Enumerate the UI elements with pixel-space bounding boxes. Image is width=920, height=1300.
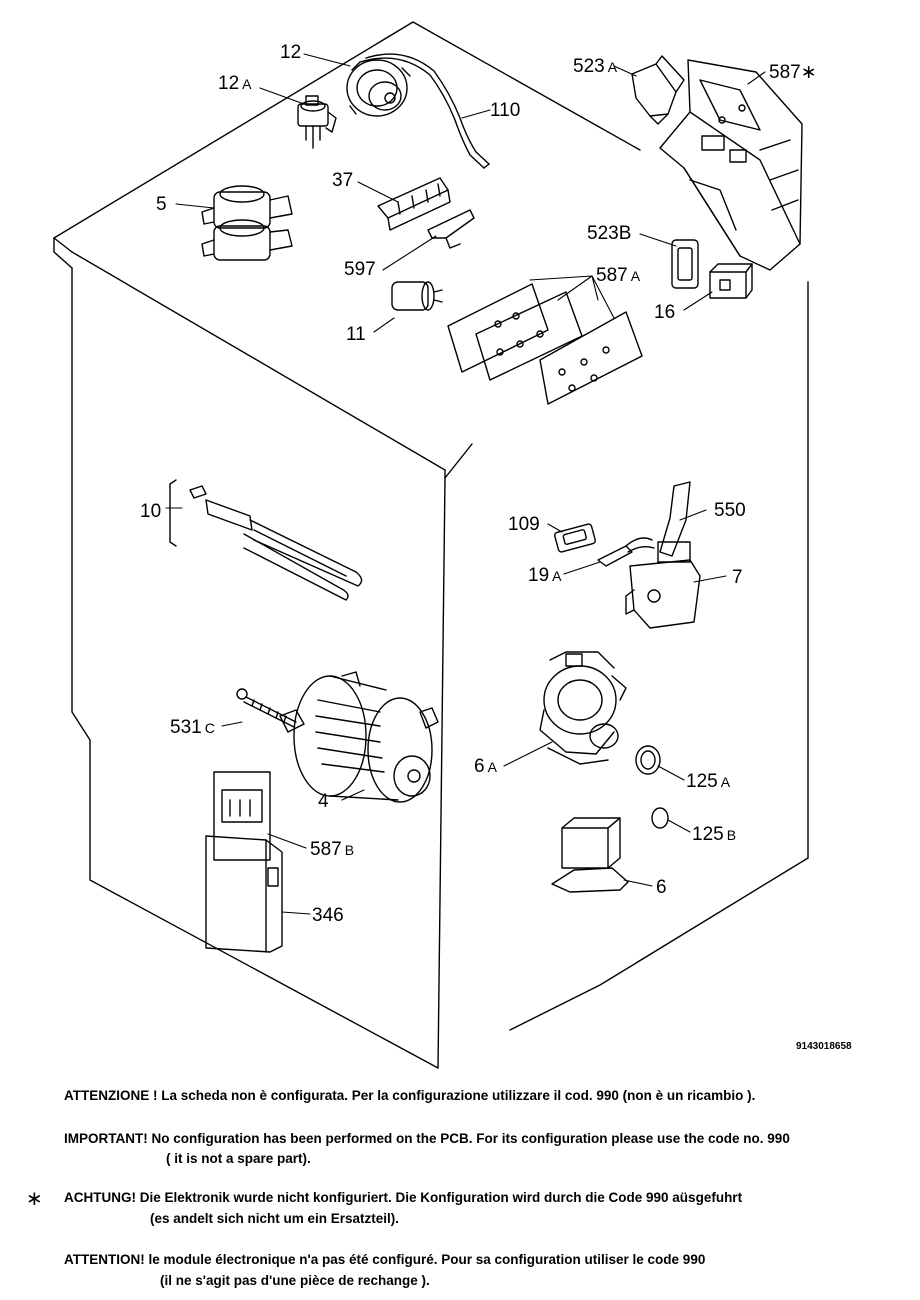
reference-code: 9143018658 (796, 1041, 852, 1052)
label-550: 550 (714, 500, 746, 521)
leader-lines (165, 53, 766, 915)
label-523b: 523B (587, 223, 631, 244)
part-587b-module (213, 771, 271, 861)
part-11-capacitor (391, 281, 443, 311)
note-english-line1: IMPORTANT! No configuration has been per… (64, 1131, 790, 1146)
part-6-pump-motor (551, 817, 629, 893)
label-16: 16 (654, 302, 675, 323)
label-12: 12 (280, 42, 301, 63)
part-587a-control-boards (447, 283, 643, 405)
part-125a-seal (635, 745, 661, 775)
note-italian: ATTENZIONE ! La scheda non è configurata… (64, 1088, 756, 1103)
label-109: 109 (508, 514, 540, 535)
part-550-lever (659, 481, 691, 557)
part-37-terminal-block (377, 177, 451, 231)
part-5-inlet-valve (201, 185, 293, 261)
label-597: 597 (344, 259, 376, 280)
label-10: 10 (140, 501, 161, 522)
part-12a-valve (297, 95, 337, 149)
label-11: 11 (346, 324, 366, 345)
part-12-timer (346, 53, 490, 169)
label-37: 37 (332, 170, 353, 191)
note-english-line2: ( it is not a spare part). (166, 1151, 311, 1166)
part-19a-sensor (597, 537, 655, 567)
label-7: 7 (732, 567, 743, 588)
part-346-housing (205, 835, 283, 953)
label-346: 346 (312, 905, 344, 926)
part-7-pressure-switch (625, 541, 701, 629)
note-german-line2: (es andelt sich nicht um ein Ersatzteil)… (150, 1211, 400, 1226)
part-531c-screw (236, 688, 297, 728)
asterisk-marker: ∗ (26, 1188, 43, 1210)
part-10-heater (169, 479, 363, 601)
part-125b-seal (651, 807, 669, 829)
part-523a-connector (631, 55, 685, 125)
part-16-interlock (709, 263, 753, 299)
part-4-motor (279, 671, 439, 803)
note-french-line2: (il ne s'agit pas d'une pièce de rechang… (160, 1273, 430, 1288)
cabinet-outline (53, 21, 809, 1069)
label-4: 4 (318, 791, 329, 812)
part-125a-seal-inner (640, 750, 656, 770)
part-597-clip (427, 209, 475, 249)
part-109-seal (554, 523, 596, 553)
part-587-main-module (659, 59, 803, 271)
label-6: 6 (656, 877, 667, 898)
part-523b-frame (671, 239, 699, 289)
label-110: 110 (490, 100, 520, 121)
label-5: 5 (156, 194, 167, 215)
note-german-line1: ACHTUNG! Die Elektronik wurde nicht konf… (64, 1190, 743, 1205)
part-6a-pump-housing (539, 651, 627, 765)
note-french-line1: ATTENTION! le module électronique n'a pa… (64, 1252, 706, 1267)
label-587-star: 587∗ (769, 62, 817, 83)
